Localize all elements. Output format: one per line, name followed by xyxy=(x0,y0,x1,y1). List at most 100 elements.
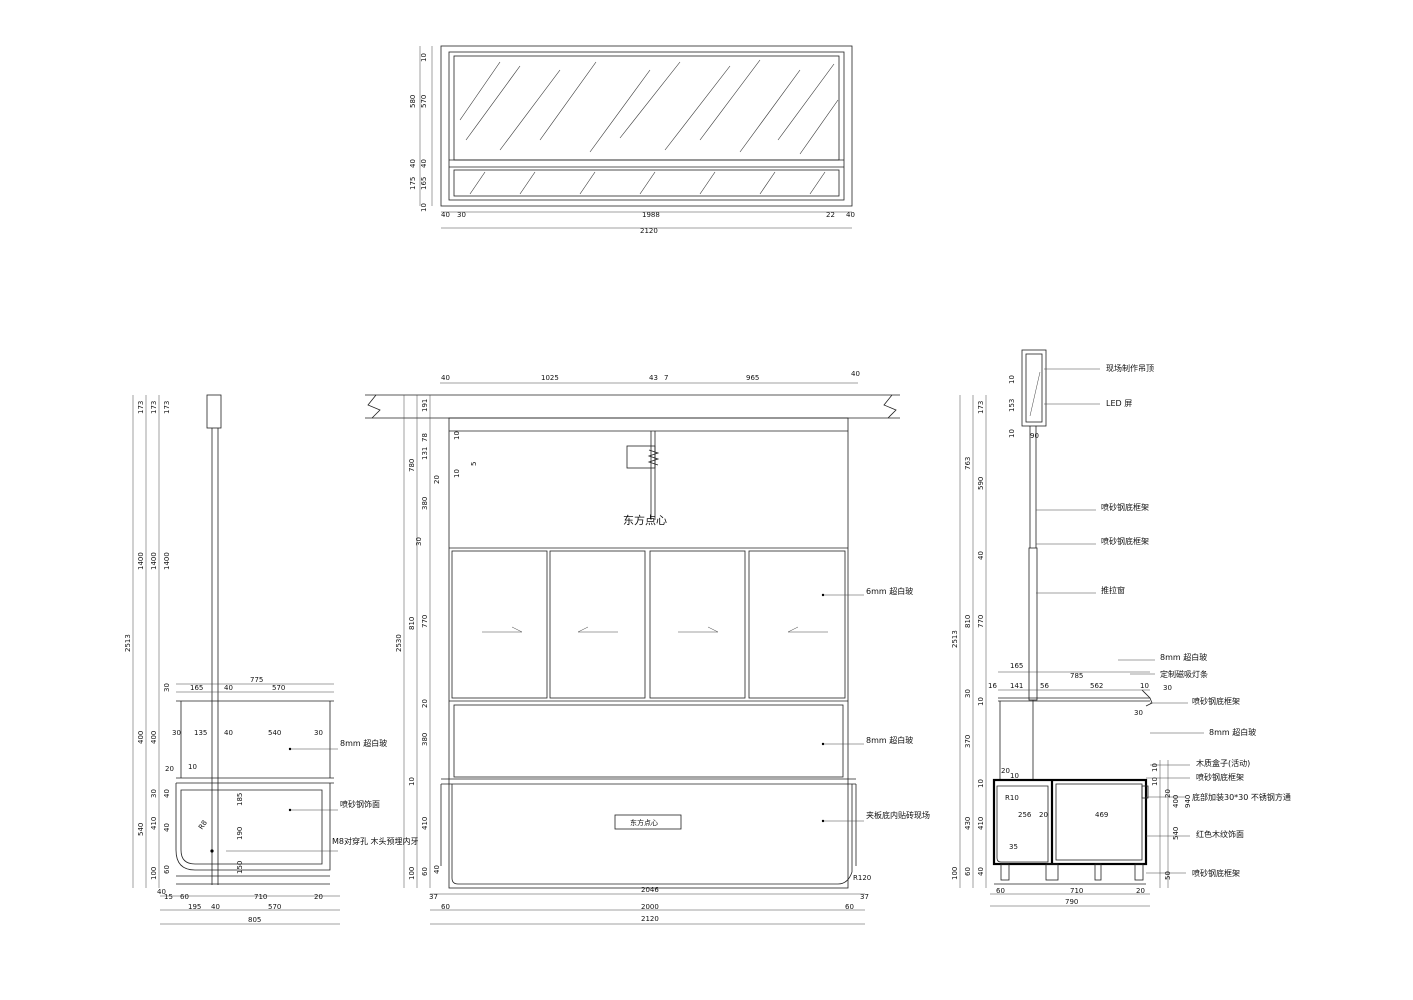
front-callout-1: 8mm 超白玻 xyxy=(866,735,913,745)
ls-col-dim-8: 400 xyxy=(137,731,145,744)
rs-callout-3: 喷砂钢底框架 xyxy=(1101,536,1149,546)
front-left-dim-5: 20 xyxy=(433,475,441,484)
front-top-dim-1: 1025 xyxy=(541,374,559,382)
rs-bottom-dim-0: 60 xyxy=(996,887,1005,895)
ls-bottom-dim-6: 40 xyxy=(211,903,220,911)
ls-callout-2: M8对穿孔 木头预埋内牙 xyxy=(332,836,419,846)
front-left-group-1: 810 xyxy=(408,617,416,630)
ls-mid-dim-5: 20 xyxy=(165,765,174,773)
rs-inner-dim-10: 400 xyxy=(1172,795,1180,808)
ls-top-dim-3: 570 xyxy=(272,684,285,692)
ls-mid-dim-3: 540 xyxy=(268,729,281,737)
rs-inner-dim-0: R10 xyxy=(1005,794,1019,802)
front-callout-2: 夹板底内贴砖现场 xyxy=(866,810,930,820)
rs-col-dim-13: 10 xyxy=(977,779,985,788)
rs-inner-dim-7: 10 xyxy=(1151,763,1159,772)
ls-bottom-dim-2: 710 xyxy=(254,893,267,901)
ls-col-dim-1: 173 xyxy=(150,401,158,414)
ls-mid-dim-4: 30 xyxy=(314,729,323,737)
rs-inner-dim-8: 10 xyxy=(1151,777,1159,786)
front-left-dim-2: 10 xyxy=(453,431,461,440)
front-radius: R120 xyxy=(853,874,871,882)
ls-bottom-dim-5: 195 xyxy=(188,903,201,911)
front-left-dim-13: 410 xyxy=(421,817,429,830)
front-top-dim-4: 965 xyxy=(746,374,759,382)
ls-col-dim-16: 100 xyxy=(150,867,158,880)
rs-inner-dim-2: 20 xyxy=(1039,811,1048,819)
ls-bottom-dim-3: 20 xyxy=(314,893,323,901)
front-plate-text: 东方点心 xyxy=(630,818,658,827)
plan-dim-bottom-3: 22 xyxy=(826,211,835,219)
rs-inner-dim-12: 540 xyxy=(1172,827,1180,840)
rs-callout-10: 喷砂钢底框架 xyxy=(1196,772,1244,782)
ls-inner-dim-1: 190 xyxy=(236,827,244,840)
front-left-dim-0: 191 xyxy=(421,399,429,412)
ls-mid-dim-2: 40 xyxy=(224,729,233,737)
plan-dim-overall: 2120 xyxy=(640,227,658,235)
rs-top-dim-2: 16 xyxy=(988,682,997,690)
rs-col-dim-11: 10 xyxy=(977,697,985,706)
rs-col-dim-0: 173 xyxy=(977,401,985,414)
front-bottom-dim-2: 37 xyxy=(860,893,869,901)
left-side-elevation: 173 173 173 1400 1400 1400 2513 30 400 4… xyxy=(124,394,419,925)
ls-col-dim-5: 1400 xyxy=(163,552,171,570)
front-left-dim-11: 380 xyxy=(421,733,429,746)
rs-top-dim-4: 56 xyxy=(1040,682,1049,690)
rs-col-dim-15: 410 xyxy=(977,817,985,830)
front-left-dim-4: 5 xyxy=(470,462,478,466)
front-left-dim-14: 40 xyxy=(433,865,441,874)
front-left-dim-7: 380 xyxy=(421,497,429,510)
ls-bottom-dim-1: 60 xyxy=(180,893,189,901)
ls-col-dim-12: 540 xyxy=(137,823,145,836)
ls-inner-dim-0: 185 xyxy=(236,793,244,806)
rs-inner-dim-5: 20 xyxy=(1001,767,1010,775)
rs-inner-dim-6: 10 xyxy=(1010,772,1019,780)
rs-callout-11: 底部加装30*30 不锈钢方通 xyxy=(1192,792,1291,802)
rs-col-dim-8: 810 xyxy=(964,615,972,628)
front-left-group-0: 780 xyxy=(408,459,416,472)
front-bottom-dim-3: 60 xyxy=(441,903,450,911)
ls-bottom-dim-0: 15 xyxy=(164,893,173,901)
ls-mid-dim-0: 30 xyxy=(172,729,181,737)
rs-callout-9: 木质盒子(活动) xyxy=(1196,758,1250,768)
rs-col-dim-17: 60 xyxy=(964,867,972,876)
front-bottom-dim-5: 60 xyxy=(845,903,854,911)
front-left-dim-10: 20 xyxy=(421,699,429,708)
rs-col-dim-7: 2513 xyxy=(951,630,959,648)
ls-col-dim-11: 40 xyxy=(163,789,171,798)
plan-dim-left-4: 40 xyxy=(420,159,428,168)
front-elevation: 东方点心 东方点心 R120 40 1025 43 7 965 40 191 xyxy=(365,370,930,925)
rs-top-dim-3: 141 xyxy=(1010,682,1023,690)
rs-col-dim-3: 10 xyxy=(1008,429,1016,438)
rs-col-dim-6: 40 xyxy=(977,551,985,560)
rs-callout-5: 8mm 超白玻 xyxy=(1160,652,1207,662)
plan-glass-hatch xyxy=(459,59,839,195)
rs-inner-dim-1: 256 xyxy=(1018,811,1032,819)
ls-mid-dim-1: 135 xyxy=(194,729,207,737)
ls-col-dim-3: 1400 xyxy=(137,552,145,570)
front-left-dim-1: 78 xyxy=(421,433,429,442)
rs-col-dim-19: 90 xyxy=(1030,432,1039,440)
front-left-dim-8: 30 xyxy=(415,537,423,546)
front-top-dim-2: 43 xyxy=(649,374,658,382)
rs-col-dim-2: 153 xyxy=(1008,399,1016,412)
plan-dim-left-6: 165 xyxy=(420,177,428,190)
front-bottom-dim-0: 37 xyxy=(429,893,438,901)
front-bottom-dim-6: 2120 xyxy=(641,915,659,923)
ls-col-dim-15: 60 xyxy=(163,865,171,874)
ls-col-dim-4: 1400 xyxy=(150,552,158,570)
ls-inner-dim-3: R8 xyxy=(197,819,209,831)
plan-dim-bottom-0: 40 xyxy=(441,211,450,219)
front-left-dim-12: 10 xyxy=(408,777,416,786)
rs-callout-6: 定制磁吸灯条 xyxy=(1160,669,1208,679)
rs-col-dim-10: 30 xyxy=(964,689,972,698)
plan-dim-left-3: 40 xyxy=(409,159,417,168)
front-left-group-2: 2530 xyxy=(395,634,403,652)
ls-col-dim-7: 30 xyxy=(163,683,171,692)
front-left-dim-16: 100 xyxy=(408,867,416,880)
ls-top-dim-1: 165 xyxy=(190,684,203,692)
right-side-elevation: 173 10 153 10 763 590 40 2513 810 770 30… xyxy=(951,349,1291,907)
rs-bottom-dim-1: 710 xyxy=(1070,887,1083,895)
rs-callout-2: 喷砂钢底框架 xyxy=(1101,502,1149,512)
plan-dim-left-1: 580 xyxy=(409,95,417,108)
